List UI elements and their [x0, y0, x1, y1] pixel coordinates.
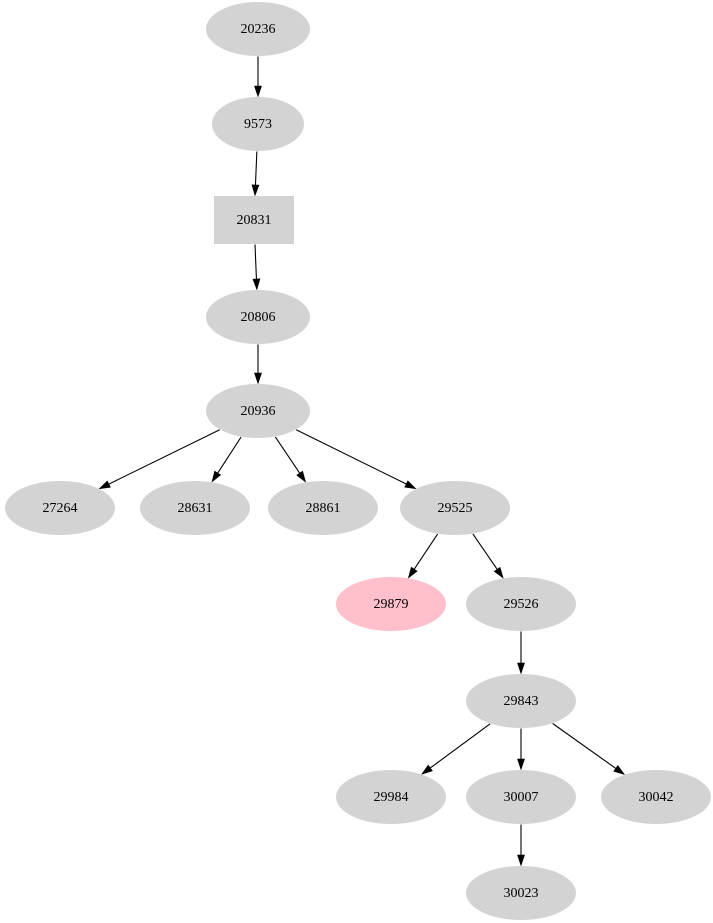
edges-layer: [98, 56, 626, 867]
edge-line: [254, 151, 258, 186]
graph-node-29879[interactable]: 29879: [336, 577, 446, 631]
node-ellipse-shape[interactable]: [5, 481, 115, 535]
graph-node-9573[interactable]: 9573: [212, 97, 304, 151]
edge-line: [552, 723, 617, 769]
arrowhead-icon: [613, 765, 626, 776]
edge-29843-to-29984: [421, 723, 491, 775]
edge-line: [254, 244, 257, 280]
graph-node-29984[interactable]: 29984: [336, 770, 446, 824]
node-ellipse-shape[interactable]: [336, 577, 446, 631]
nodes-layer: 20236 9573 20831 20806 20936 27264 28631 28861 2…: [5, 2, 711, 920]
edge-20236-to-9573: [254, 56, 262, 98]
node-ellipse-shape[interactable]: [206, 384, 310, 438]
arrowhead-icon: [211, 470, 222, 483]
edge-30007-to-30023: [517, 824, 525, 867]
edge-line: [274, 436, 301, 474]
graph-node-29525[interactable]: 29525: [400, 481, 510, 535]
graph-node-20236[interactable]: 20236: [206, 2, 310, 56]
edge-line: [217, 436, 242, 474]
node-ellipse-shape[interactable]: [206, 2, 310, 56]
node-ellipse-shape[interactable]: [466, 674, 576, 728]
edge-line: [429, 723, 491, 769]
graph-node-28861[interactable]: 28861: [268, 481, 378, 535]
node-ellipse-shape[interactable]: [466, 577, 576, 631]
arrowhead-icon: [421, 764, 433, 775]
node-ellipse-shape[interactable]: [268, 481, 378, 535]
arrowhead-icon: [254, 85, 262, 98]
graph-node-30042[interactable]: 30042: [601, 770, 711, 824]
graph-node-30023[interactable]: 30023: [466, 866, 576, 920]
node-ellipse-shape[interactable]: [466, 770, 576, 824]
node-ellipse-shape[interactable]: [466, 866, 576, 920]
edge-29525-to-29879: [407, 533, 439, 579]
arrowhead-icon: [296, 470, 307, 483]
node-ellipse-shape[interactable]: [601, 770, 711, 824]
arrowhead-icon: [251, 184, 260, 197]
edge-line: [413, 533, 439, 570]
graph-node-29526[interactable]: 29526: [466, 577, 576, 631]
edge-20806-to-20936: [254, 344, 262, 385]
graph-node-20831[interactable]: 20831: [214, 196, 294, 244]
graph-node-29843[interactable]: 29843: [466, 674, 576, 728]
graph-node-20806[interactable]: 20806: [206, 290, 310, 344]
edge-29525-to-29526: [472, 533, 504, 579]
node-ellipse-shape[interactable]: [336, 770, 446, 824]
arrowhead-icon: [404, 480, 417, 490]
arrowhead-icon: [252, 278, 261, 291]
edge-20936-to-28631: [211, 436, 242, 483]
arrowhead-icon: [407, 566, 418, 579]
graph-node-28631[interactable]: 28631: [140, 481, 250, 535]
edge-29843-to-30042: [552, 723, 626, 776]
edge-29526-to-29843: [517, 631, 525, 675]
arrowhead-icon: [493, 566, 504, 579]
node-ellipse-shape[interactable]: [140, 481, 250, 535]
edge-9573-to-20831: [251, 151, 260, 197]
graph-node-30007[interactable]: 30007: [466, 770, 576, 824]
edge-20936-to-28861: [274, 436, 307, 483]
edge-20936-to-27264: [98, 429, 220, 490]
edge-line: [295, 429, 407, 485]
node-ellipse-shape[interactable]: [212, 97, 304, 151]
node-ellipse-shape[interactable]: [206, 290, 310, 344]
arrowhead-icon: [517, 758, 525, 771]
edge-20831-to-20806: [252, 244, 261, 291]
arrowhead-icon: [98, 480, 111, 490]
edge-line: [472, 533, 498, 570]
arrowhead-icon: [517, 662, 525, 675]
arrowhead-icon: [517, 854, 525, 867]
graph-node-27264[interactable]: 27264: [5, 481, 115, 535]
node-ellipse-shape[interactable]: [400, 481, 510, 535]
edge-line: [108, 429, 220, 485]
arrowhead-icon: [254, 372, 262, 385]
graph-node-20936[interactable]: 20936: [206, 384, 310, 438]
edge-29843-to-30007: [517, 728, 525, 771]
edge-20936-to-29525: [295, 429, 417, 490]
node-box-shape[interactable]: [214, 196, 294, 244]
